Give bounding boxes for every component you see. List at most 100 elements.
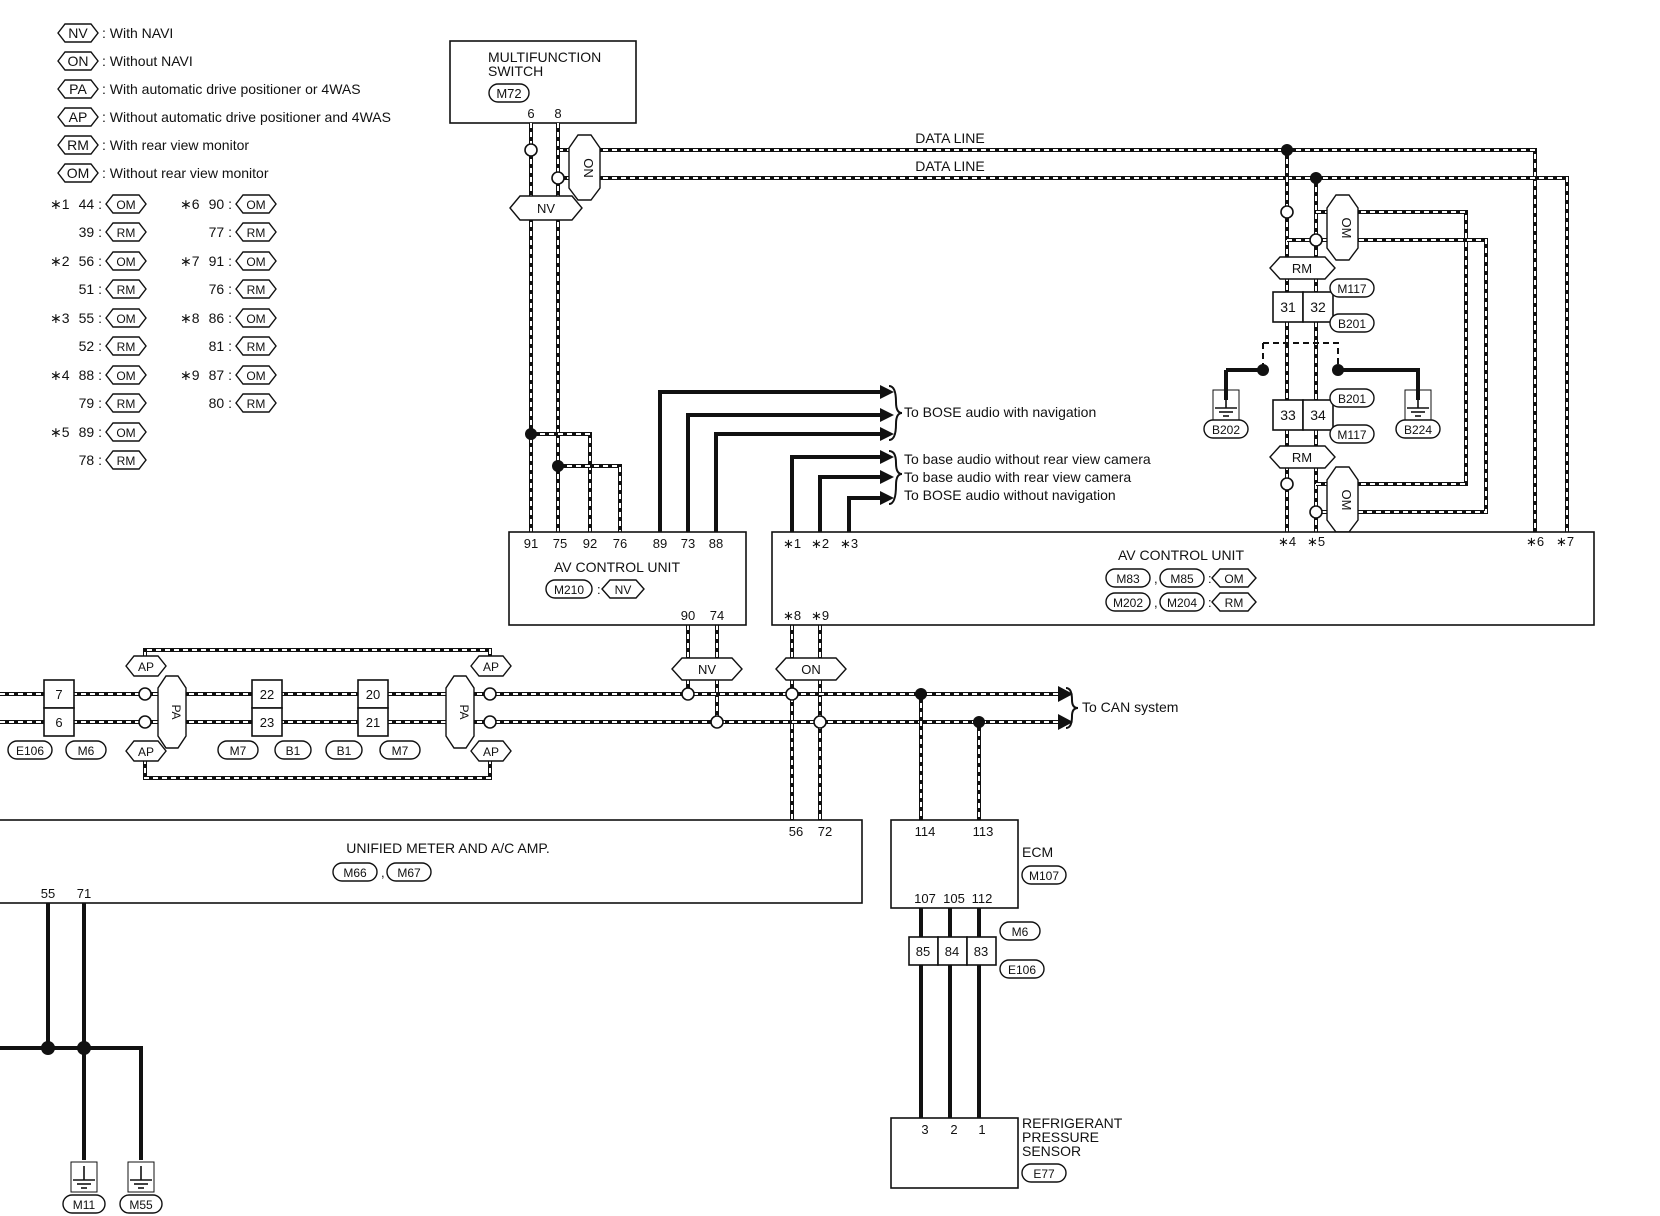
splice-point <box>551 171 565 185</box>
star-marker: ∗7 <box>180 253 200 269</box>
star-pin: 88 : <box>79 367 102 383</box>
svg-text:89: 89 <box>653 536 667 551</box>
connector-badge <box>488 83 530 103</box>
pin-label: 8 <box>554 106 561 121</box>
star-pin: 78 : <box>79 452 102 468</box>
svg-text:23: 23 <box>260 715 274 730</box>
star-pin: 56 : <box>79 253 102 269</box>
svg-text:91: 91 <box>524 536 538 551</box>
destination-label: To base audio with rear view camera <box>904 469 1131 485</box>
svg-text:76: 76 <box>613 536 627 551</box>
star-marker: ∗3 <box>50 310 70 326</box>
option-tag <box>57 79 99 99</box>
star-pin: 51 : <box>79 281 102 297</box>
svg-text:22: 22 <box>260 687 274 702</box>
option-tag <box>105 450 147 470</box>
svg-text:M204: M204 <box>1167 596 1197 610</box>
svg-text:NV: NV <box>698 662 716 677</box>
option-tag <box>57 135 99 155</box>
junction-dot <box>77 1041 91 1055</box>
junction-dot <box>552 460 564 472</box>
svg-text:∗6: ∗6 <box>1526 534 1544 549</box>
star-code: OM <box>246 198 265 212</box>
svg-text:AV CONTROL UNIT: AV CONTROL UNIT <box>1118 547 1244 563</box>
junction-dot <box>1332 364 1344 376</box>
option-tag-om: OM <box>1326 194 1359 261</box>
option-tag-on: ON <box>775 657 847 681</box>
option-tag <box>235 251 277 271</box>
option-tag-nv: NV <box>509 195 583 221</box>
pin-label: 6 <box>527 106 534 121</box>
svg-text:∗1: ∗1 <box>783 536 801 551</box>
can-connectors: 7 6 22 23 20 21 <box>43 679 389 737</box>
star-marker: ∗4 <box>50 367 70 383</box>
legend-text: : With rear view monitor <box>102 137 249 153</box>
svg-text:88: 88 <box>709 536 723 551</box>
svg-text:REFRIGERANT: REFRIGERANT <box>1022 1115 1123 1131</box>
svg-text:71: 71 <box>77 886 91 901</box>
svg-text:M117: M117 <box>1337 282 1366 296</box>
option-tag-rm: RM <box>1269 256 1336 280</box>
svg-text:M83: M83 <box>1116 572 1140 586</box>
legend-code: RM <box>67 137 89 153</box>
junction-dot <box>1281 144 1293 156</box>
star-code: RM <box>117 340 136 354</box>
option-tag-om: OM <box>1326 466 1359 533</box>
svg-text:B1: B1 <box>286 744 301 758</box>
svg-text:34: 34 <box>1310 407 1326 423</box>
star-pin: 79 : <box>79 395 102 411</box>
svg-text:105: 105 <box>943 891 965 906</box>
switch-box <box>449 40 637 124</box>
option-tag <box>105 279 147 299</box>
svg-text:7: 7 <box>55 687 62 702</box>
svg-text:B201: B201 <box>1338 392 1366 406</box>
svg-text:∗8: ∗8 <box>783 608 801 623</box>
option-tag <box>235 393 277 413</box>
option-tag <box>105 222 147 242</box>
svg-text:M7: M7 <box>230 744 247 758</box>
svg-text:84: 84 <box>945 944 959 959</box>
svg-text:3: 3 <box>921 1122 928 1137</box>
option-tag <box>235 336 277 356</box>
junction-dot <box>915 688 927 700</box>
splice-point <box>138 715 152 729</box>
option-tags-ap: AP AP AP AP <box>125 655 512 762</box>
svg-text:UNIFIED METER AND A/C AMP.: UNIFIED METER AND A/C AMP. <box>346 840 550 856</box>
legend-text: : Without automatic drive positioner and… <box>102 109 391 125</box>
svg-text:E106: E106 <box>1008 963 1036 977</box>
svg-text:M66: M66 <box>343 866 367 880</box>
option-tag <box>105 251 147 271</box>
option-tag <box>235 194 277 214</box>
svg-text:M210: M210 <box>554 583 584 597</box>
svg-text:RM: RM <box>1292 450 1312 465</box>
svg-text:B1: B1 <box>337 744 352 758</box>
star-code: OM <box>246 312 265 326</box>
option-tag <box>105 336 147 356</box>
legend-code: PA <box>69 81 87 97</box>
splice-point <box>138 687 152 701</box>
legend-code: OM <box>67 165 90 181</box>
svg-text:SENSOR: SENSOR <box>1022 1143 1081 1159</box>
svg-text:M85: M85 <box>1170 572 1194 586</box>
av-control-unit-nv: 91 75 92 76 89 73 88 AV CONTROL UNIT M21… <box>508 531 747 626</box>
switch-title: SWITCH <box>488 63 543 79</box>
svg-text:90: 90 <box>681 608 695 623</box>
svg-text:AP: AP <box>138 745 154 759</box>
star-pin: 90 : <box>209 196 232 212</box>
svg-text:E106: E106 <box>16 744 44 758</box>
star-pin: 55 : <box>79 310 102 326</box>
svg-text:56: 56 <box>789 824 803 839</box>
svg-text:∗3: ∗3 <box>840 536 858 551</box>
svg-text:M55: M55 <box>129 1198 153 1212</box>
splice-point <box>785 687 799 701</box>
svg-text:M11: M11 <box>73 1198 96 1212</box>
splice-point <box>483 715 497 729</box>
star-pin: 81 : <box>209 338 232 354</box>
svg-text:M202: M202 <box>1113 596 1143 610</box>
legend-item: AP : Without automatic drive positioner … <box>57 107 391 127</box>
legend-item: OM : Without rear view monitor <box>57 163 269 183</box>
splice-point <box>483 687 497 701</box>
star-pin: 86 : <box>209 310 232 326</box>
junction-dot <box>41 1041 55 1055</box>
svg-text:M67: M67 <box>397 866 421 880</box>
